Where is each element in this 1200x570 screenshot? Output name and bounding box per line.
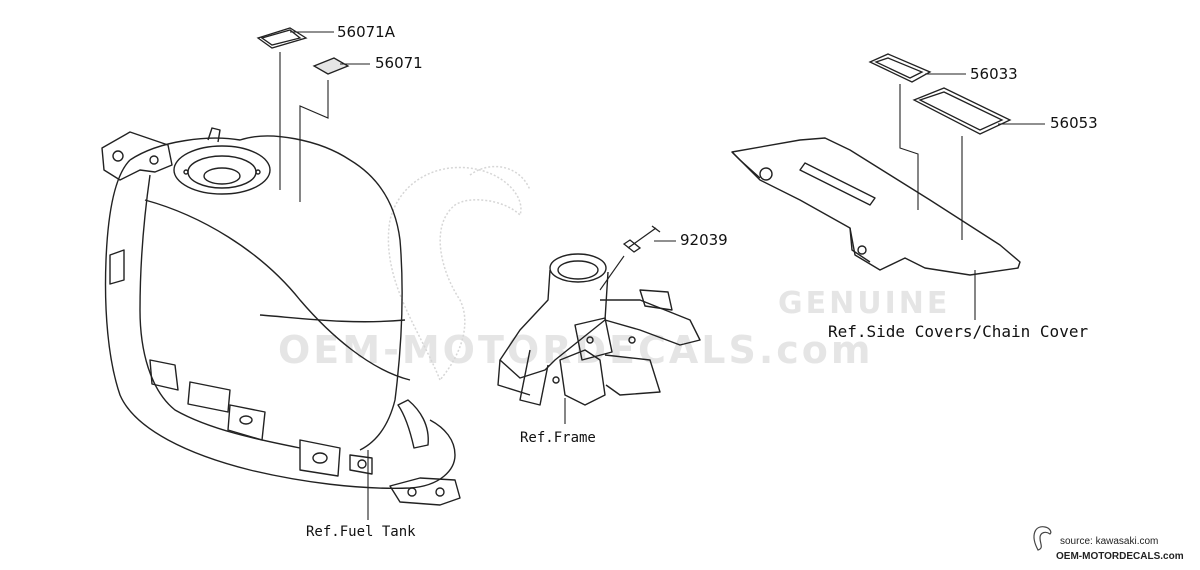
watermark-genuine: GENUINE: [778, 286, 951, 321]
label-56071: 56071: [375, 54, 423, 72]
watermark-logo: [387, 165, 531, 382]
label-ref-fuel-tank: Ref.Fuel Tank: [306, 524, 416, 540]
credit-logo-icon: [1033, 526, 1052, 551]
decal-56033: [868, 53, 932, 83]
decal-56053: [912, 87, 1012, 135]
leader-lines: [279, 31, 1045, 520]
credit-source: source: kawasaki.com: [1060, 536, 1159, 547]
bolt-92039: [622, 225, 661, 253]
label-ref-frame: Ref.Frame: [520, 430, 596, 446]
label-92039: 92039: [680, 231, 728, 249]
side-cover-drawing: [731, 137, 1021, 276]
watermark-site: OEM-MOTORDECALS.com: [278, 328, 874, 372]
label-ref-side-covers: Ref.Side Covers/Chain Cover: [828, 322, 1089, 341]
decal-56071: [312, 57, 350, 75]
label-56053: 56053: [1050, 114, 1098, 132]
fuel-tank-drawing: [101, 127, 461, 506]
decal-56071a: [256, 27, 308, 49]
label-56071a: 56071A: [337, 23, 395, 41]
credit-site: OEM-MOTORDECALS.com: [1056, 551, 1184, 562]
label-56033: 56033: [970, 65, 1018, 83]
frame-drawing: [497, 253, 701, 406]
